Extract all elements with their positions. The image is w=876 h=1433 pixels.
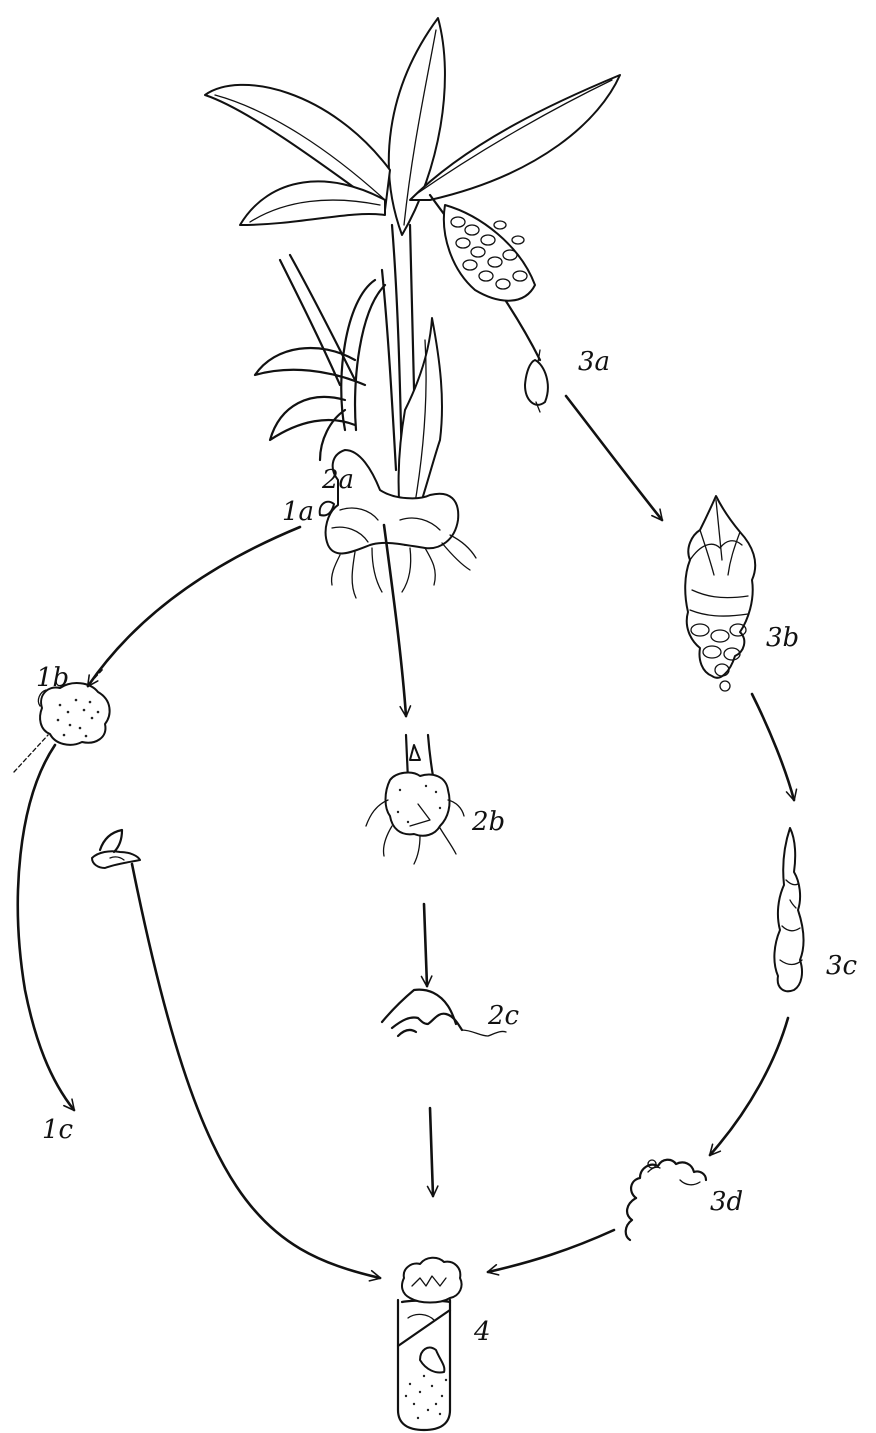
arrow-1a-to-1b [88, 527, 300, 686]
label-2a: 2a [321, 465, 354, 495]
inflorescence [444, 205, 535, 301]
arrow-2b-to-2c [424, 904, 427, 986]
arrow-2c-to-4 [430, 1108, 433, 1196]
label-1b: 1b [36, 663, 69, 693]
arrow-3c-to-3d [710, 1018, 788, 1155]
label-3b: 3b [766, 623, 799, 653]
arrow-2a-to-2b [384, 525, 406, 716]
stage-4-test-tube [398, 1258, 462, 1430]
label-2c: 2c [487, 1001, 520, 1031]
label-3d: 3d [710, 1187, 743, 1217]
label-3a: 3a [578, 347, 610, 377]
label-1c: 1c [42, 1115, 74, 1145]
arrow-3b-to-3c [752, 694, 794, 800]
label-3c: 3c [826, 951, 858, 981]
plant-illustration [205, 18, 620, 598]
stage-3c-shoot [774, 828, 803, 991]
label-1a: 1a [282, 497, 314, 527]
stage-1c-explant [92, 830, 140, 868]
arrow-1b-to-1c [18, 745, 74, 1110]
arrow-3d-to-4 [488, 1230, 614, 1272]
stage-3b-bud-cluster [685, 496, 755, 691]
arrow-3a-to-3b [566, 396, 662, 520]
stage-2b-rhizome-bud [366, 735, 464, 864]
label-2b: 2b [471, 807, 505, 837]
stage-3d-callus [626, 1160, 706, 1240]
arrow-1c-to-4 [132, 864, 380, 1278]
label-4: 4 [473, 1317, 491, 1347]
